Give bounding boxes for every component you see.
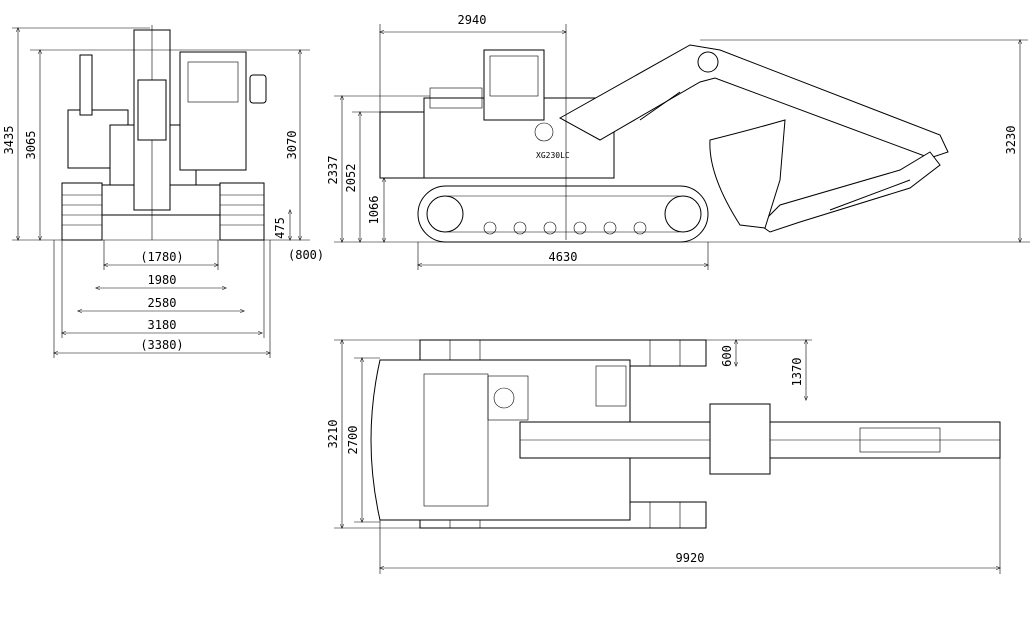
front-cab-window [187, 61, 239, 103]
side-view: XG230LC 2940 2337 2052 1066 4630 3230 [326, 13, 1030, 270]
side-model-label: XG230LC [536, 151, 570, 160]
side-logo [534, 122, 554, 142]
side-dim-1066: 1066 [367, 196, 381, 225]
front-left-track [61, 182, 103, 241]
top-dim-9920: 9920 [676, 551, 705, 565]
front-handrail [79, 54, 93, 116]
front-dim-475: 475 [273, 217, 287, 239]
front-dim-3070: 3070 [285, 131, 299, 160]
front-dim-3180: 3180 [148, 318, 177, 332]
top-dim-3210: 3210 [326, 420, 340, 449]
side-boom [558, 44, 949, 159]
side-cab [483, 49, 545, 121]
front-mirror [249, 74, 267, 104]
front-dim-3380: (3380) [140, 338, 183, 352]
front-view: 3435 3065 3070 475 (800) (1780) 1980 258… [2, 25, 324, 358]
top-dim-1370: 1370 [790, 358, 804, 387]
side-boom-pivot [697, 51, 719, 73]
top-view: 3210 2700 600 1370 9920 [326, 340, 1000, 574]
front-right-track [219, 182, 265, 241]
top-dim-600: 600 [720, 345, 734, 367]
front-dim-2580: 2580 [148, 296, 177, 310]
side-idler-wheel [426, 195, 464, 233]
top-dim-2700: 2700 [346, 426, 360, 455]
side-bucket-cylinder [829, 179, 911, 211]
front-dim-1980: 1980 [148, 273, 177, 287]
side-dim-2940: 2940 [458, 13, 487, 27]
side-dim-2337: 2337 [326, 156, 340, 185]
side-engine-grille [429, 87, 483, 109]
top-engine-cover [423, 373, 489, 507]
front-dim-1780: (1780) [140, 250, 183, 264]
side-counterweight [379, 111, 427, 179]
front-dim-3065: 3065 [24, 131, 38, 160]
side-dim-3230: 3230 [1004, 126, 1018, 155]
side-arm [759, 151, 941, 233]
top-cab [595, 365, 627, 407]
front-boom-cylinder [137, 79, 167, 141]
side-sprocket-wheel [664, 195, 702, 233]
side-bucket [709, 119, 786, 229]
front-dim-800: (800) [288, 248, 324, 262]
side-boom-cylinder [639, 91, 681, 121]
front-dim-3435: 3435 [2, 126, 16, 155]
side-dim-4630: 4630 [549, 250, 578, 264]
top-bucket [709, 403, 771, 475]
side-dim-2052: 2052 [344, 164, 358, 193]
front-cab [179, 51, 247, 171]
